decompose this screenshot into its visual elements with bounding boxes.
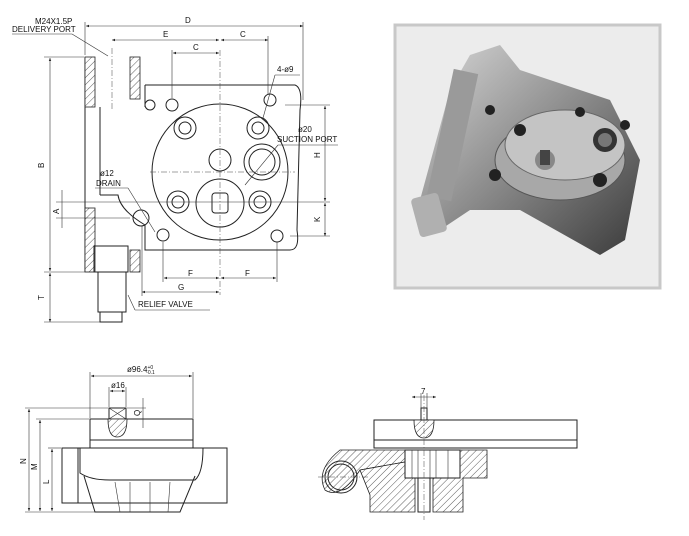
dim-l: L (42, 479, 51, 484)
relief-valve-label: RELIEF VALVE (138, 300, 193, 309)
side-view: ø96.4+0-0.1 ø16 Q N M L (19, 365, 228, 513)
dim-g: G (178, 283, 184, 292)
drain-label: DRAIN (96, 179, 121, 188)
dim-b: B (37, 163, 46, 168)
dim-h: H (313, 152, 322, 158)
plate-diameter: ø96.4+0-0.1 (127, 365, 155, 376)
dim-t: T (37, 295, 46, 300)
dim-q: Q (133, 410, 142, 416)
bolt-holes (166, 116, 272, 214)
dim-c-2: C (193, 43, 199, 52)
front-view: M24X1.5P DELIVERY PORT D E C C 4-ø9 ø20 … (12, 16, 338, 323)
dim-f-2: F (245, 269, 250, 278)
dim-m: M (30, 463, 39, 470)
dim-d: D (185, 16, 191, 25)
shaft-diameter: ø16 (111, 381, 125, 390)
drain-dia: ø12 (100, 169, 114, 178)
suction-port-label: SUCTION PORT (277, 135, 337, 144)
suction-port-dia: ø20 (298, 125, 312, 134)
delivery-port-thread: M24X1.5P (35, 17, 72, 26)
dim-f-1: F (188, 269, 193, 278)
dim-c-1: C (240, 30, 246, 39)
dim-n: N (19, 458, 28, 464)
dim-e: E (163, 30, 168, 39)
pump-photo (393, 23, 662, 290)
delivery-port-label: DELIVERY PORT (12, 25, 76, 34)
dim-k: K (313, 216, 322, 222)
pin-width: 7 (421, 387, 426, 396)
holes-label: 4-ø9 (277, 65, 294, 74)
dim-a: A (52, 208, 61, 214)
section-view: 7 (318, 387, 578, 520)
